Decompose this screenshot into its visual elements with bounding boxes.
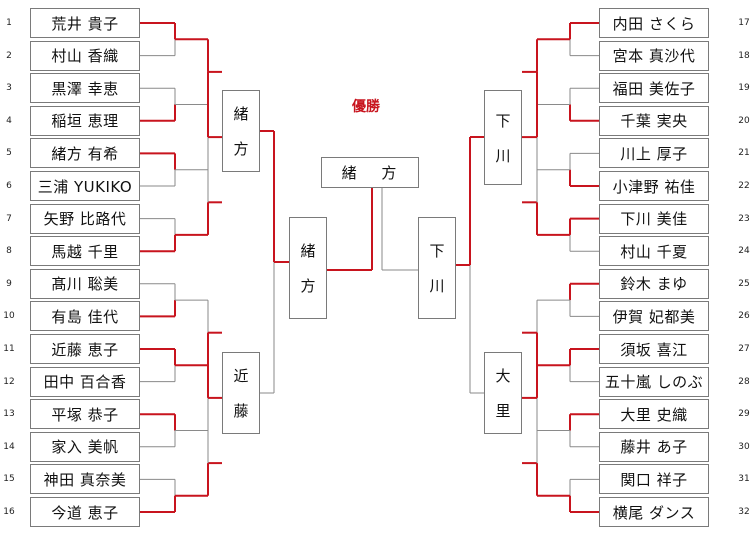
seed-number: 15 [3,474,15,485]
player-name: 緒方 有希 [30,138,140,169]
player-name: 神田 真奈美 [30,464,140,495]
seed-number: 9 [6,278,12,289]
quarter-final-right-bottom: 大 里 [484,352,522,434]
seed-number: 27 [738,344,750,354]
seed-number: 3 [6,83,12,94]
seed-number: 6 [6,181,12,191]
player-name: 田中 百合香 [30,366,140,397]
semi-final-left: 緒 方 [289,217,327,319]
player-name: 稲垣 恵理 [30,105,140,136]
champion-heading: 優勝 [352,99,380,115]
quarter-final-left-top: 緒 方 [222,90,260,172]
quarter-final-right-top: 下 川 [484,90,522,185]
player-name: 平塚 恭子 [30,399,140,430]
qf-right-top-char-1: 下 [495,111,511,130]
player-name: 宮本 真沙代 [599,40,709,71]
player-name: 伊賀 妃都美 [599,301,709,332]
semi-final-right: 下 川 [418,217,456,319]
seed-number: 24 [738,246,750,257]
seed-number: 18 [738,50,750,61]
player-name: 福田 美佐子 [599,73,709,104]
seed-number: 17 [738,18,750,28]
player-name: 家入 美帆 [30,431,140,462]
seed-number: 2 [6,50,12,61]
player-name: 藤井 あ子 [599,431,709,462]
seed-number: 20 [738,115,750,126]
player-name: 近藤 恵子 [30,334,140,364]
player-name: 黒澤 幸恵 [30,73,140,104]
seed-number: 11 [3,344,15,354]
player-name: 馬越 千里 [30,236,140,267]
player-name: 五十嵐 しのぶ [599,366,709,397]
seed-number: 23 [738,213,750,224]
qf-right-bottom-char-2: 里 [495,402,511,420]
player-name: 今道 恵子 [30,497,140,527]
seed-number: 32 [738,507,750,517]
seed-number: 22 [738,181,750,191]
player-name: 髙川 聡美 [30,268,140,299]
qf-right-bottom-char-1: 大 [495,367,511,385]
seed-number: 8 [6,246,12,257]
seed-number: 30 [738,441,750,452]
qf-left-bottom-char-1: 近 [233,367,249,385]
player-name: 内田 さくら [599,8,709,38]
seed-number: 31 [738,474,750,485]
player-name: 荒井 貴子 [30,8,140,38]
player-name: 矢野 比路代 [30,203,140,234]
seed-number: 21 [738,148,750,159]
seed-number: 16 [3,507,15,517]
qf-left-top-char-2: 方 [233,140,249,158]
seed-number: 13 [3,409,15,420]
seed-number: 7 [6,213,12,224]
player-name: 下川 美佳 [599,203,709,234]
sf-right-char-2: 川 [429,277,445,295]
player-name: 小津野 祐佳 [599,171,709,201]
champion-box: 緒 方 [321,157,419,188]
qf-right-top-char-2: 川 [495,146,511,165]
seed-number: 29 [738,409,750,420]
seed-number: 14 [3,441,15,452]
player-name: 三浦 YUKIKO [30,171,140,201]
seed-number: 1 [6,18,12,28]
player-name: 村山 千夏 [599,236,709,267]
sf-left-char-2: 方 [300,277,316,295]
qf-left-top-char-1: 緒 [233,105,249,123]
player-name: 有島 佳代 [30,301,140,332]
player-name: 大里 史織 [599,399,709,430]
player-name: 千葉 実央 [599,105,709,136]
sf-left-char-1: 緒 [300,242,316,260]
seed-number: 5 [6,148,12,159]
player-name: 川上 厚子 [599,138,709,169]
seed-number: 19 [738,83,750,94]
player-name: 鈴木 まゆ [599,268,709,299]
player-name: 須坂 喜江 [599,334,709,364]
player-name: 関口 祥子 [599,464,709,495]
seed-number: 4 [6,115,12,126]
seed-number: 26 [738,311,750,322]
player-name: 横尾 ダンス [599,497,709,527]
sf-right-char-1: 下 [429,242,445,260]
seed-number: 12 [3,376,15,387]
qf-left-bottom-char-2: 藤 [233,402,249,420]
seed-number: 28 [738,376,750,387]
seed-number: 25 [738,278,750,289]
seed-number: 10 [3,311,15,322]
quarter-final-left-bottom: 近 藤 [222,352,260,434]
player-name: 村山 香織 [30,40,140,71]
